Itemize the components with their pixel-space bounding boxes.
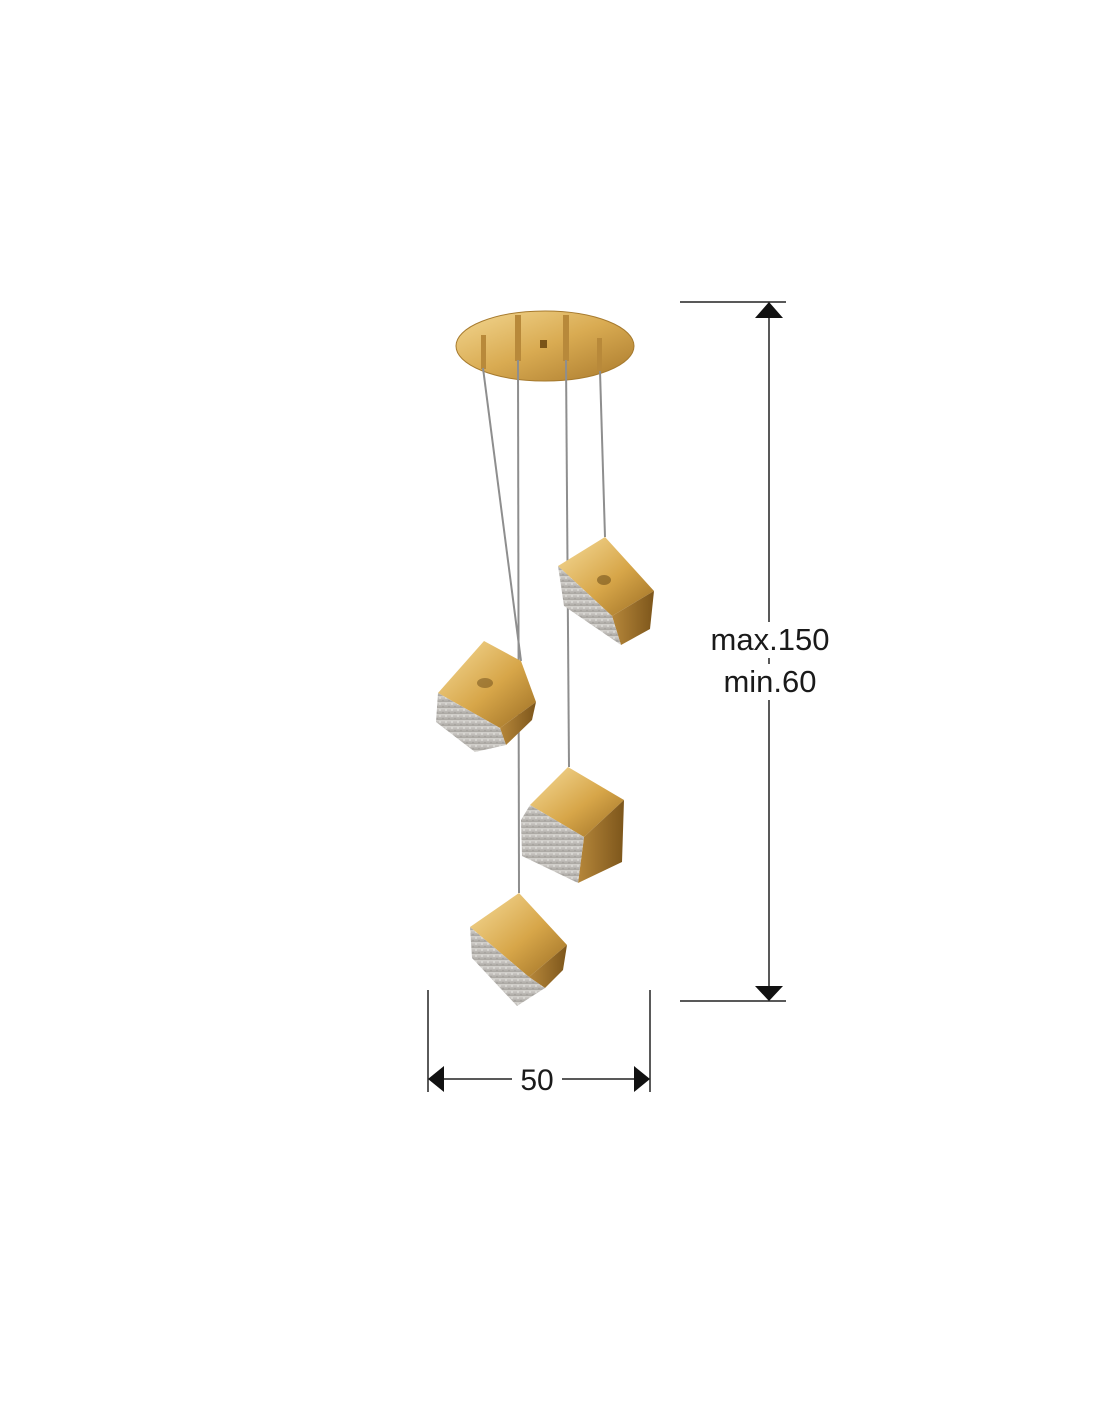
arrow-up-icon <box>755 302 783 318</box>
arrow-left-icon <box>428 1066 444 1092</box>
cable <box>517 359 520 894</box>
cable-gripper <box>481 335 486 369</box>
cable <box>599 370 606 538</box>
ceiling-canopy <box>455 310 635 382</box>
height-max-label: max.150 <box>695 622 845 658</box>
height-min-label: min.60 <box>695 664 845 700</box>
arrow-down-icon <box>755 986 783 1001</box>
cube-shade <box>436 641 536 752</box>
cube-shade <box>558 537 654 645</box>
canopy-screw <box>540 340 547 348</box>
cable-gripper <box>597 338 602 372</box>
cable <box>482 367 522 662</box>
cable-gripper <box>515 315 521 361</box>
cube-shade <box>470 893 567 1006</box>
cube-shade <box>521 767 624 883</box>
arrow-right-icon <box>634 1066 650 1092</box>
cable-gripper <box>563 315 569 361</box>
width-label: 50 <box>512 1063 562 1099</box>
